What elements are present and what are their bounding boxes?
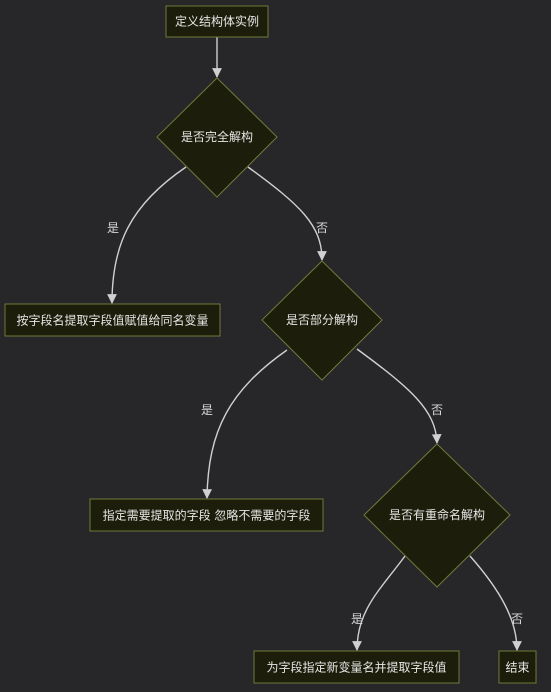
decision-rename-destructure-label: 是否有重命名解构: [389, 507, 485, 522]
edge-label-full-yes: 是: [107, 221, 119, 235]
node-partial-yes: 指定需要提取的字段 忽略不需要的字段: [89, 498, 324, 532]
node-start: 定义结构体实例: [165, 5, 269, 38]
edges: [107, 37, 522, 651]
edge-partial-no: [356, 348, 442, 444]
node-full-yes-label: 按字段名提取字段值赋值给同名变量: [16, 313, 208, 328]
edge-label-full-no: 否: [316, 221, 328, 235]
node-end: 结束: [498, 650, 537, 684]
node-rename-yes-label: 为字段指定新变量名并提取字段值: [266, 660, 446, 675]
decision-full-destructure-label: 是否完全解构: [181, 129, 253, 144]
node-start-label: 定义结构体实例: [175, 14, 259, 29]
decision-full-destructure: 是否完全解构: [156, 77, 278, 198]
edge-label-rename-no: 否: [511, 612, 523, 626]
node-rename-yes: 为字段指定新变量名并提取字段值: [253, 650, 460, 684]
node-partial-yes-label: 指定需要提取的字段 忽略不需要的字段: [103, 508, 311, 523]
edge-rename-no: [469, 555, 522, 651]
edge-partial-yes: [202, 349, 288, 499]
edge-label-rename-yes: 是: [351, 612, 363, 626]
node-end-label: 结束: [505, 661, 529, 675]
edge-rename-yes: [352, 555, 406, 651]
decision-partial-destructure: 是否部分解构: [261, 260, 383, 381]
edge-labels: 是 否 是 否 是 否: [107, 221, 523, 626]
node-full-yes: 按字段名提取字段值赋值给同名变量: [4, 303, 221, 337]
edge-full-yes: [107, 166, 187, 304]
edge-label-partial-yes: 是: [201, 403, 213, 417]
edge-full-no: [247, 166, 327, 261]
edge-label-partial-no: 否: [431, 403, 443, 417]
decision-rename-destructure: 是否有重命名解构: [363, 443, 511, 588]
decision-partial-destructure-label: 是否部分解构: [286, 312, 358, 327]
